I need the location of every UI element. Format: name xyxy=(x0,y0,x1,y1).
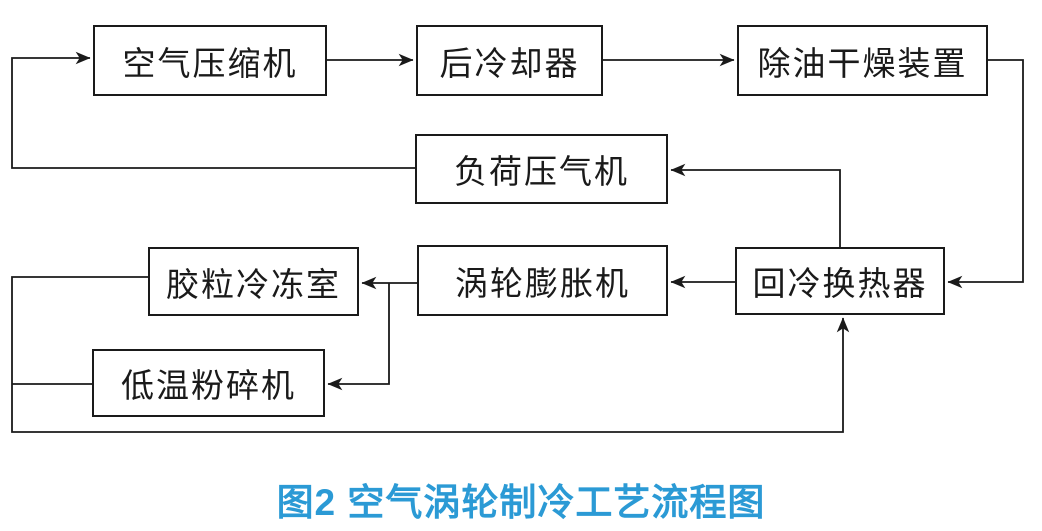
edge-turbo-expander-to-cryo-pulverizer xyxy=(327,283,390,391)
node-recuperative-heat-exchanger: 回冷换热器 xyxy=(735,247,945,315)
node-load-compressor: 负荷压气机 xyxy=(415,134,668,204)
node-turbo-expander: 涡轮膨胀机 xyxy=(417,245,668,316)
edge-load-compressor-to-air-compressor xyxy=(11,51,415,169)
node-cryogenic-pulverizer: 低温粉碎机 xyxy=(92,349,325,417)
node-air-compressor: 空气压缩机 xyxy=(93,25,327,96)
edge-pellet-freezer-to-heat-exchanger xyxy=(11,276,850,433)
node-oil-removal-drying-unit: 除油干燥装置 xyxy=(737,25,988,96)
edge-heat-exchanger-to-load-compressor xyxy=(670,163,841,247)
node-pellet-freezing-chamber: 胶粒冷冻室 xyxy=(148,247,359,316)
node-aftercooler: 后冷却器 xyxy=(416,25,603,96)
edge-oil-dryer-to-heat-exchanger xyxy=(947,59,1024,289)
figure-caption: 图2 空气涡轮制冷工艺流程图 xyxy=(276,482,766,523)
